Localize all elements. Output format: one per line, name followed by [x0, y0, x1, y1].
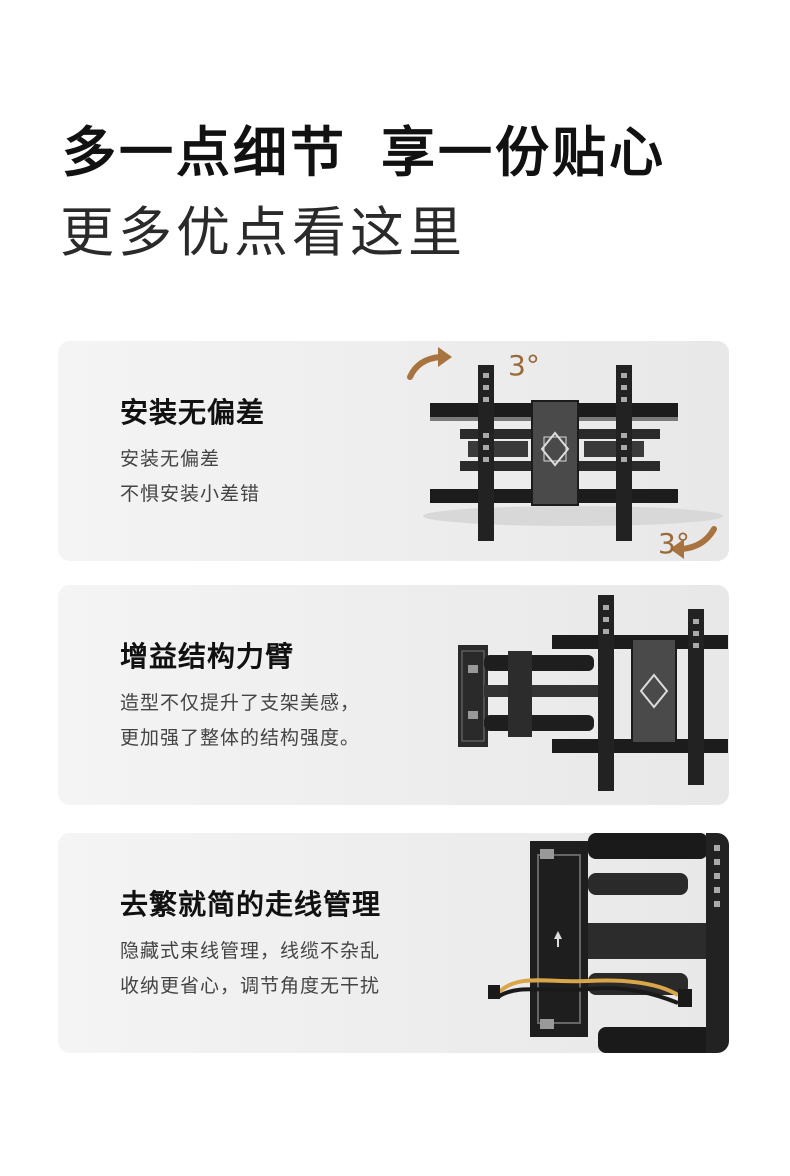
arrow-up-icon	[554, 931, 562, 939]
subheadline: 更多优点看这里	[60, 201, 466, 264]
feature-title: 去繁就简的走线管理	[120, 888, 382, 921]
headline: 多一点细节享一份贴心	[62, 108, 666, 187]
feature-card-cable-management: 去繁就简的走线管理 隐藏式束线管理，线缆不杂乱 收纳更省心，调节角度无干扰	[58, 833, 729, 1053]
feature-desc-line1: 隐藏式束线管理，线缆不杂乱	[120, 940, 381, 962]
feature-title: 安装无偏差	[120, 396, 266, 429]
brand-logo-icon	[540, 431, 570, 467]
feature-desc-line2: 更加强了整体的结构强度。	[120, 727, 361, 749]
feature-card-arm-structure: 增益结构力臂 造型不仅提升了支架美感， 更加强了整体的结构强度。	[58, 585, 729, 805]
tilt-angle-top: 3°	[508, 349, 540, 382]
headline-part2: 享一份贴心	[381, 121, 666, 184]
feature-desc-line1: 安装无偏差	[120, 448, 221, 470]
rotate-arrow-icon	[407, 354, 443, 380]
feature-title: 增益结构力臂	[120, 640, 295, 673]
brand-logo-icon	[639, 673, 669, 709]
feature-desc-line2: 不惧安装小差错	[120, 483, 261, 505]
feature-desc-line1: 造型不仅提升了支架美感，	[120, 692, 361, 714]
tilt-angle-bottom: 3°	[658, 527, 690, 560]
headline-part1: 多一点细节	[62, 121, 347, 184]
cable-icon	[496, 978, 680, 997]
feature-desc-line2: 收纳更省心，调节角度无干扰	[120, 975, 381, 997]
tilt-mount-illustration: 3° 3°	[398, 341, 729, 561]
articulating-arm-illustration	[448, 585, 729, 805]
feature-card-installation: 安装无偏差 安装无偏差 不惧安装小差错	[58, 341, 729, 561]
cable-management-illustration	[478, 833, 729, 1053]
